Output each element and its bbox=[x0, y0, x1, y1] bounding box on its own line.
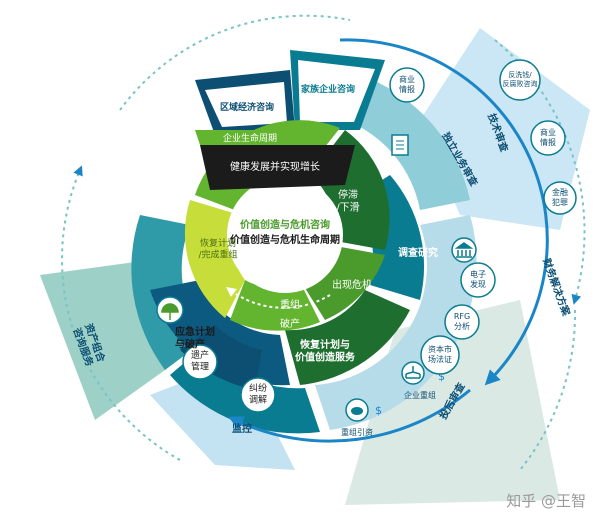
center-line1: 价值创造与危机咨询 bbox=[240, 218, 330, 231]
center-line2: 价值创造与危机生命周期 bbox=[230, 233, 340, 246]
segment-asset bbox=[180, 325, 262, 390]
capital-market-label-line: 场法证 bbox=[428, 354, 452, 364]
contingency-label: 应急计划与破产 bbox=[175, 325, 215, 351]
lifecycle-healthy: 健康发展并实现增长 bbox=[230, 160, 320, 173]
icons: $ $ bbox=[156, 134, 477, 422]
dispute-label: 纠纷调解 bbox=[249, 382, 267, 405]
arrow-right-lower-dotted bbox=[519, 309, 577, 471]
financial-crime-label-line: 金融 bbox=[552, 187, 568, 197]
recovery-service-label: 恢复计划与价值创造服务 bbox=[295, 338, 356, 364]
asset-label-line: 遗产 bbox=[191, 349, 209, 361]
banner-healthy-bg bbox=[200, 145, 355, 190]
recovery-service-label-line: 恢复计划与 bbox=[300, 338, 350, 351]
capital-market-label-line: 资本市 bbox=[428, 344, 452, 354]
network-icon bbox=[401, 361, 425, 385]
lifecycle-banner bbox=[195, 130, 355, 190]
inner-recovery-label: 恢复计划/完成重组 bbox=[198, 237, 237, 260]
arrow-outer bbox=[339, 38, 549, 386]
segment-recovery-service bbox=[285, 290, 410, 385]
arrow-left-dotted bbox=[61, 165, 181, 461]
regional-label: 区域经济咨询 bbox=[220, 101, 274, 113]
arrow-bottom bbox=[228, 388, 471, 443]
corp-restructure-label: 企业重组 bbox=[404, 390, 436, 400]
contingency-label-line: 应急计划 bbox=[175, 325, 215, 338]
financial-crime-label: 金融犯罪 bbox=[552, 187, 568, 207]
dollar-sign-icon-2: $ bbox=[375, 404, 382, 417]
anti-money-label-line: 反洗钱/ bbox=[508, 70, 532, 79]
monitoring-label: 监控 bbox=[232, 422, 252, 435]
disputes-solution-label: 财务解决方案 bbox=[540, 256, 573, 319]
family-label: 家族企业咨询 bbox=[301, 83, 355, 95]
business-intel-label-line: 商业 bbox=[399, 74, 415, 84]
restructure-capital-label: 重组引资 bbox=[341, 427, 373, 437]
label-circles bbox=[182, 59, 577, 413]
inner-crisis-label: 出现危机 bbox=[332, 278, 372, 291]
business-intel-label-line: 情报 bbox=[399, 84, 415, 94]
inner-stagnation-label-line: 停滞 bbox=[338, 188, 358, 201]
arrows bbox=[61, 14, 586, 471]
dispute-label-line: 纠纷 bbox=[249, 382, 267, 394]
dispute-label-line: 调解 bbox=[249, 393, 267, 405]
inner-recovery-label-line: 恢复计划 bbox=[200, 237, 236, 249]
inner-recovery-label-line: /完成重组 bbox=[198, 248, 237, 260]
business-intel-2-label-line: 情报 bbox=[540, 137, 556, 147]
lifecycle-label: 企业生命周期 bbox=[223, 132, 277, 144]
e-discovery-label-line: 电子 bbox=[470, 269, 486, 279]
banner-label-bg bbox=[195, 130, 305, 145]
e-discovery-label: 电子发现 bbox=[470, 269, 486, 289]
capital-market-label: 资本市场法证 bbox=[428, 344, 452, 364]
financial-crime-label-line: 犯罪 bbox=[552, 197, 568, 207]
inner-stagnation-label-line: /下滑 bbox=[336, 202, 359, 214]
business-intel-label: 商业情报 bbox=[399, 74, 415, 94]
rfg-label-line: 分析 bbox=[454, 321, 470, 331]
outer-band-post bbox=[315, 215, 477, 430]
inner-bankruptcy-label: 破产 bbox=[280, 317, 300, 330]
asset-label-line: 管理 bbox=[191, 360, 209, 372]
tab-family-inner bbox=[298, 60, 375, 122]
investigation-label: 调查研究 bbox=[398, 246, 438, 259]
asset-label: 遗产管理 bbox=[191, 349, 209, 372]
rfg-label-line: RFG bbox=[454, 312, 470, 321]
bank-icon bbox=[451, 237, 477, 263]
inner-restructure bbox=[230, 280, 320, 331]
inner-stagnation-label: 停滞/下滑 bbox=[336, 188, 359, 214]
recovery-service-label-line: 价值创造服务 bbox=[295, 351, 356, 364]
watermark: 知乎 @王智 bbox=[506, 492, 586, 510]
inner-restructure-label: 重组 bbox=[280, 298, 300, 311]
tab-regional-inner bbox=[205, 82, 287, 127]
center-circle bbox=[227, 177, 343, 293]
arrow-inner-dashed bbox=[225, 287, 331, 309]
contingency-label-line: 与破产 bbox=[175, 338, 205, 351]
business-intel-2-label-line: 商业 bbox=[540, 127, 556, 137]
anti-money-label: 反洗钱/反腐败咨询 bbox=[503, 70, 538, 88]
arrow-top-dotted bbox=[119, 14, 351, 111]
e-discovery-label-line: 发现 bbox=[470, 279, 486, 289]
business-intel-2-label: 商业情报 bbox=[540, 127, 556, 147]
dollar-sign-icon-1: $ bbox=[438, 370, 445, 383]
anti-money-label-line: 反腐败咨询 bbox=[503, 79, 538, 88]
